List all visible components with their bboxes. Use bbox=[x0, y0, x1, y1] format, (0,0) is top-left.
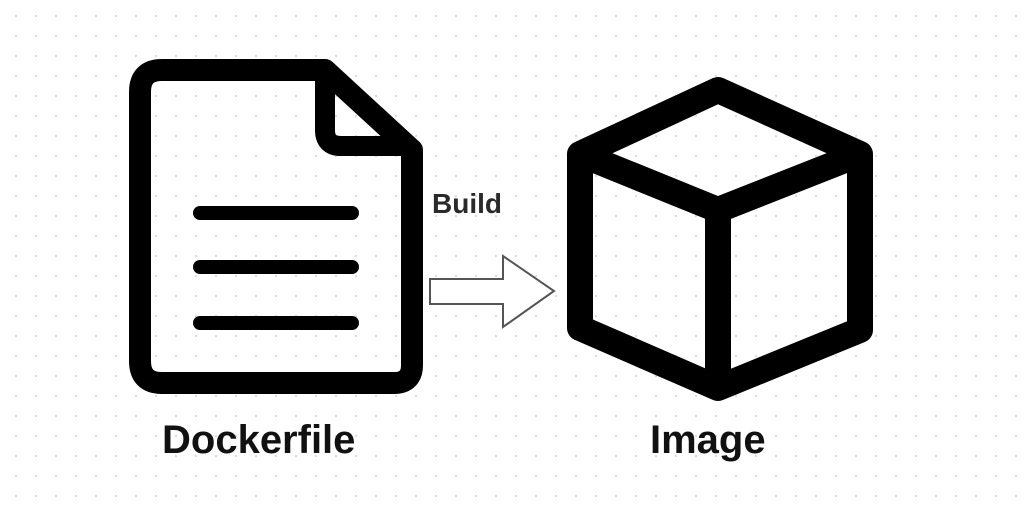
cube-icon bbox=[567, 77, 873, 401]
arrow-right-icon bbox=[429, 254, 556, 329]
dockerfile-label: Dockerfile bbox=[162, 418, 356, 462]
edge-label: Build bbox=[432, 188, 502, 219]
document-icon bbox=[129, 59, 423, 394]
image-label: Image bbox=[650, 418, 766, 462]
